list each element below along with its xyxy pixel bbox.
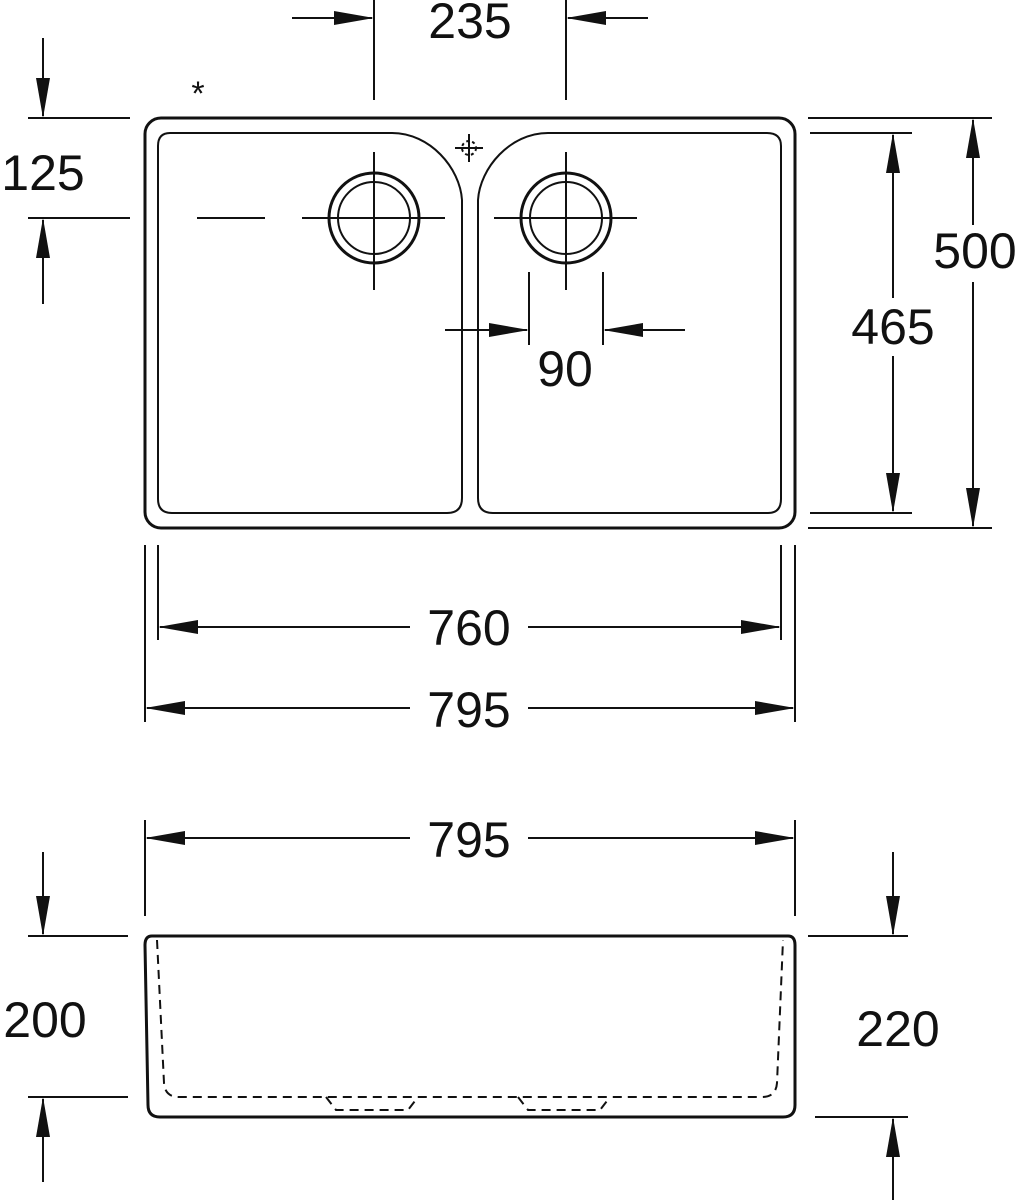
top-view: * 235 125 500	[1, 0, 1017, 738]
dim-drain-spacing-label: 235	[428, 0, 511, 49]
dim-bowl-width-label: 760	[427, 600, 510, 656]
sink-outer-outline	[143, 116, 797, 530]
dim-overall-height: 220	[808, 852, 940, 1200]
dim-drain-diameter-label: 90	[537, 341, 593, 397]
right-drain	[494, 152, 637, 290]
left-drain	[197, 152, 445, 290]
side-profile-inner-dashed	[156, 939, 784, 1098]
dim-overall-width: 795	[144, 545, 796, 738]
dim-side-overall-width-label: 795	[427, 812, 510, 868]
dim-overall-height-label: 220	[856, 1001, 939, 1057]
dim-drain-offset-label: 125	[1, 145, 84, 201]
dim-inner-height-label: 200	[3, 992, 86, 1048]
dim-overall-depth-label: 500	[933, 223, 1016, 279]
tap-hole-marker-icon	[455, 134, 483, 162]
dim-drain-offset: 125	[1, 38, 130, 304]
dim-bowl-depth-label: 465	[851, 299, 934, 355]
dim-inner-height: 200	[3, 852, 128, 1182]
left-bowl-outline	[157, 132, 463, 514]
dim-side-overall-width: 795	[144, 812, 796, 916]
right-drain-outlet-dashed	[517, 1096, 611, 1111]
dim-bowl-width: 760	[157, 545, 782, 656]
side-view: 795 200 220	[3, 812, 940, 1200]
right-bowl-outline	[477, 132, 782, 514]
dim-overall-width-label: 795	[427, 682, 510, 738]
left-drain-outlet-dashed	[325, 1096, 419, 1111]
top-view-marker: *	[191, 75, 204, 113]
dim-drain-spacing: 235	[292, 0, 648, 100]
dim-bowl-depth: 465	[810, 132, 935, 514]
dim-overall-depth: 500	[808, 117, 1017, 529]
side-profile-outer	[143, 934, 797, 1119]
dim-drain-diameter: 90	[445, 272, 685, 397]
